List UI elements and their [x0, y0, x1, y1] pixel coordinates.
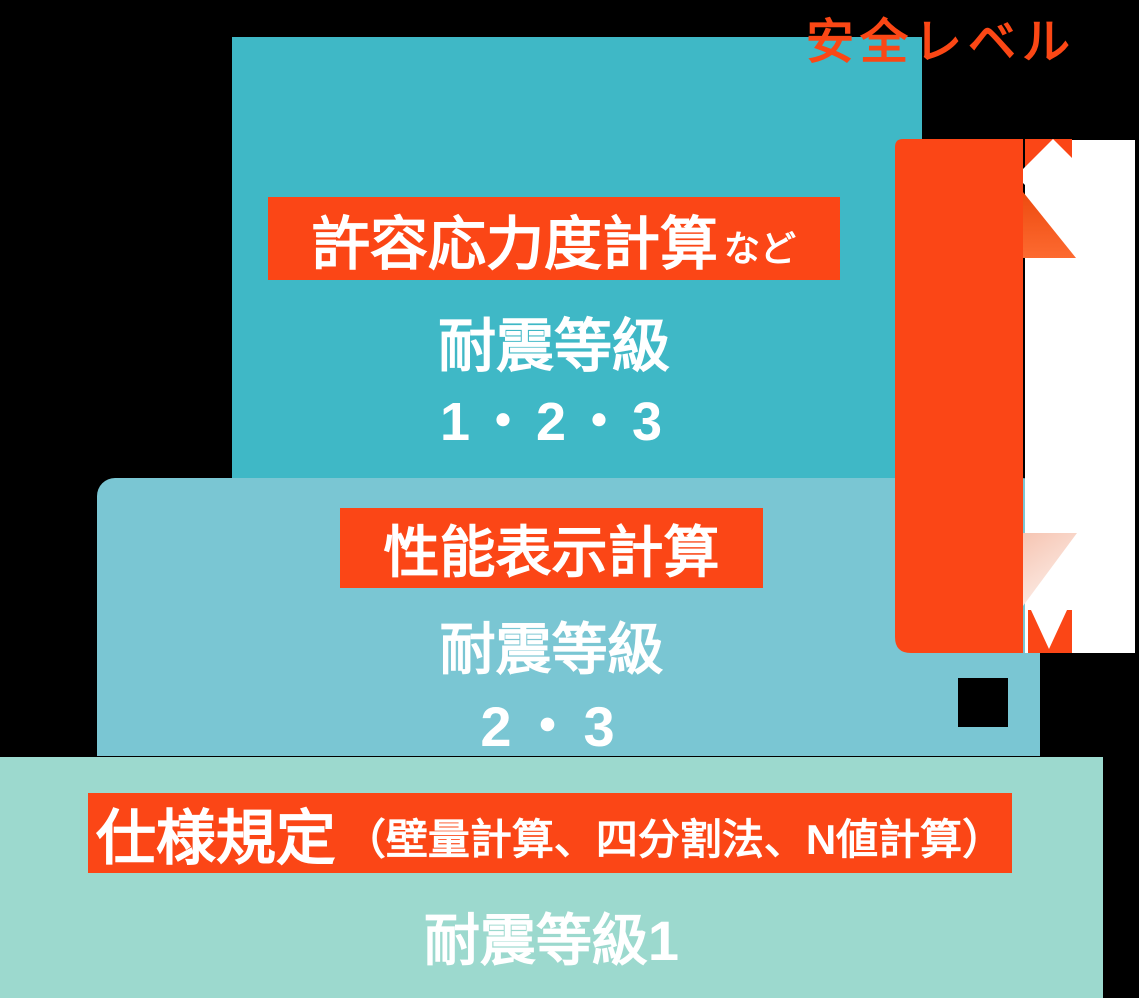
tier-middle-grade-label: 耐震等級: [439, 618, 664, 681]
tier-top-banner-label: 許容応力度計算: [311, 211, 718, 277]
tier-top-banner-note: など: [724, 227, 797, 269]
tier-middle-grades: 2・3: [480, 695, 623, 758]
tier-bottom-banner-label: 仕様規定: [95, 804, 336, 872]
tier-allowable-stress: 許容応力度計算 など 耐震等級 1・2・3: [232, 37, 922, 480]
safety-level-label: 安全レベル: [806, 16, 1077, 69]
tier-specification: 仕様規定 （壁量計算、四分割法、N値計算） 耐震等級1: [0, 757, 1103, 998]
tier-bottom-banner-note: （壁量計算、四分割法、N値計算）: [343, 815, 1005, 863]
white-arrow-shaft: [1025, 140, 1135, 653]
tier-bottom-banner: 仕様規定 （壁量計算、四分割法、N値計算）: [88, 793, 1012, 873]
tier-top-grades: 1・2・3: [439, 392, 669, 452]
tier-bottom-grade-label: 耐震等級1: [423, 909, 680, 972]
tier-top-grade-label: 耐震等級: [437, 314, 670, 379]
tier-performance-display: 性能表示計算 耐震等級 2・3: [97, 478, 1040, 758]
white-up-arrowhead-icon: [1016, 139, 1090, 213]
tier-middle-banner: 性能表示計算: [340, 508, 763, 588]
tier-middle-banner-label: 性能表示計算: [383, 520, 720, 584]
tier-top-banner: 許容応力度計算 など: [268, 197, 840, 280]
up-arrowhead-icon: [958, 187, 1076, 258]
orange-top-strip: [1025, 139, 1072, 177]
